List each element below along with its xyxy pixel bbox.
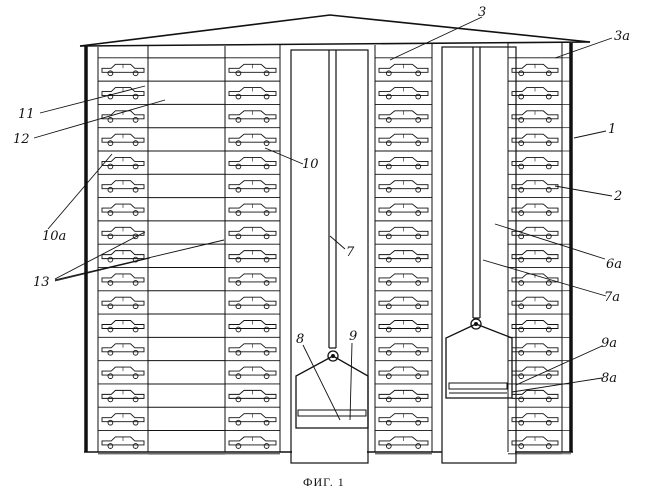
car: [229, 274, 276, 285]
label-6a: 6а: [606, 257, 622, 272]
label-10a: 10а: [42, 229, 66, 244]
car: [512, 321, 558, 332]
car: [512, 181, 558, 192]
elevator-cabin-left: [296, 356, 368, 428]
car: [229, 134, 276, 145]
label-8a: 8а: [601, 371, 617, 386]
leader-lines: [34, 17, 612, 420]
car: [102, 297, 144, 308]
car: [102, 204, 144, 215]
car: [229, 414, 276, 425]
label-7: 7: [346, 245, 355, 260]
car: [229, 111, 276, 122]
car: [102, 367, 144, 378]
label-3: 3: [478, 5, 486, 20]
car: [229, 321, 276, 332]
car: [512, 344, 558, 355]
car: [229, 390, 276, 401]
car: [379, 297, 428, 308]
car: [102, 64, 144, 75]
car: [379, 414, 428, 425]
car: [102, 414, 144, 425]
label-8: 8: [296, 332, 304, 347]
car: [102, 390, 144, 401]
car: [512, 297, 558, 308]
car: [102, 274, 144, 285]
label-7a: 7а: [604, 290, 620, 305]
car: [379, 157, 428, 168]
car: [229, 157, 276, 168]
parked-cars: [102, 64, 558, 448]
car: [229, 344, 276, 355]
label-11: 11: [18, 107, 35, 122]
label-9: 9: [349, 329, 357, 344]
label-12: 12: [13, 132, 30, 147]
car: [512, 64, 558, 75]
car: [379, 321, 428, 332]
label-1: 1: [608, 122, 616, 137]
car: [512, 251, 558, 262]
label-9a: 9а: [601, 336, 617, 351]
car: [102, 321, 144, 332]
car: [102, 227, 144, 238]
car: [512, 134, 558, 145]
label-2: 2: [613, 189, 622, 204]
car: [102, 88, 144, 99]
car: [102, 157, 144, 168]
car: [229, 181, 276, 192]
car: [512, 111, 558, 122]
car: [379, 390, 428, 401]
car: [229, 251, 276, 262]
car: [512, 88, 558, 99]
car: [512, 437, 558, 448]
car: [229, 297, 276, 308]
car: [229, 88, 276, 99]
parking-shelves: [98, 58, 571, 454]
elevator-shaft-left: [291, 50, 368, 463]
label-3a: 3а: [614, 29, 630, 44]
car: [102, 344, 144, 355]
car: [379, 274, 428, 285]
car: [512, 414, 558, 425]
elevator-cabin-right: [446, 324, 512, 398]
car: [379, 437, 428, 448]
car: [229, 227, 276, 238]
car: [379, 88, 428, 99]
car: [229, 204, 276, 215]
car: [229, 437, 276, 448]
car: [512, 157, 558, 168]
car: [379, 367, 428, 378]
car: [379, 204, 428, 215]
car: [379, 111, 428, 122]
car: [229, 64, 276, 75]
car: [379, 64, 428, 75]
roof: [80, 15, 590, 46]
car: [102, 134, 144, 145]
car: [379, 227, 428, 238]
car: [102, 181, 144, 192]
car: [379, 251, 428, 262]
elevator-shaft-right: [442, 47, 516, 463]
car: [379, 134, 428, 145]
car: [229, 367, 276, 378]
car: [379, 181, 428, 192]
car: [102, 437, 144, 448]
car: [379, 344, 428, 355]
car: [512, 204, 558, 215]
label-10: 10: [302, 157, 319, 172]
label-13: 13: [33, 275, 50, 290]
figure-caption: ФИГ. 1: [303, 475, 345, 489]
car: [512, 390, 558, 401]
